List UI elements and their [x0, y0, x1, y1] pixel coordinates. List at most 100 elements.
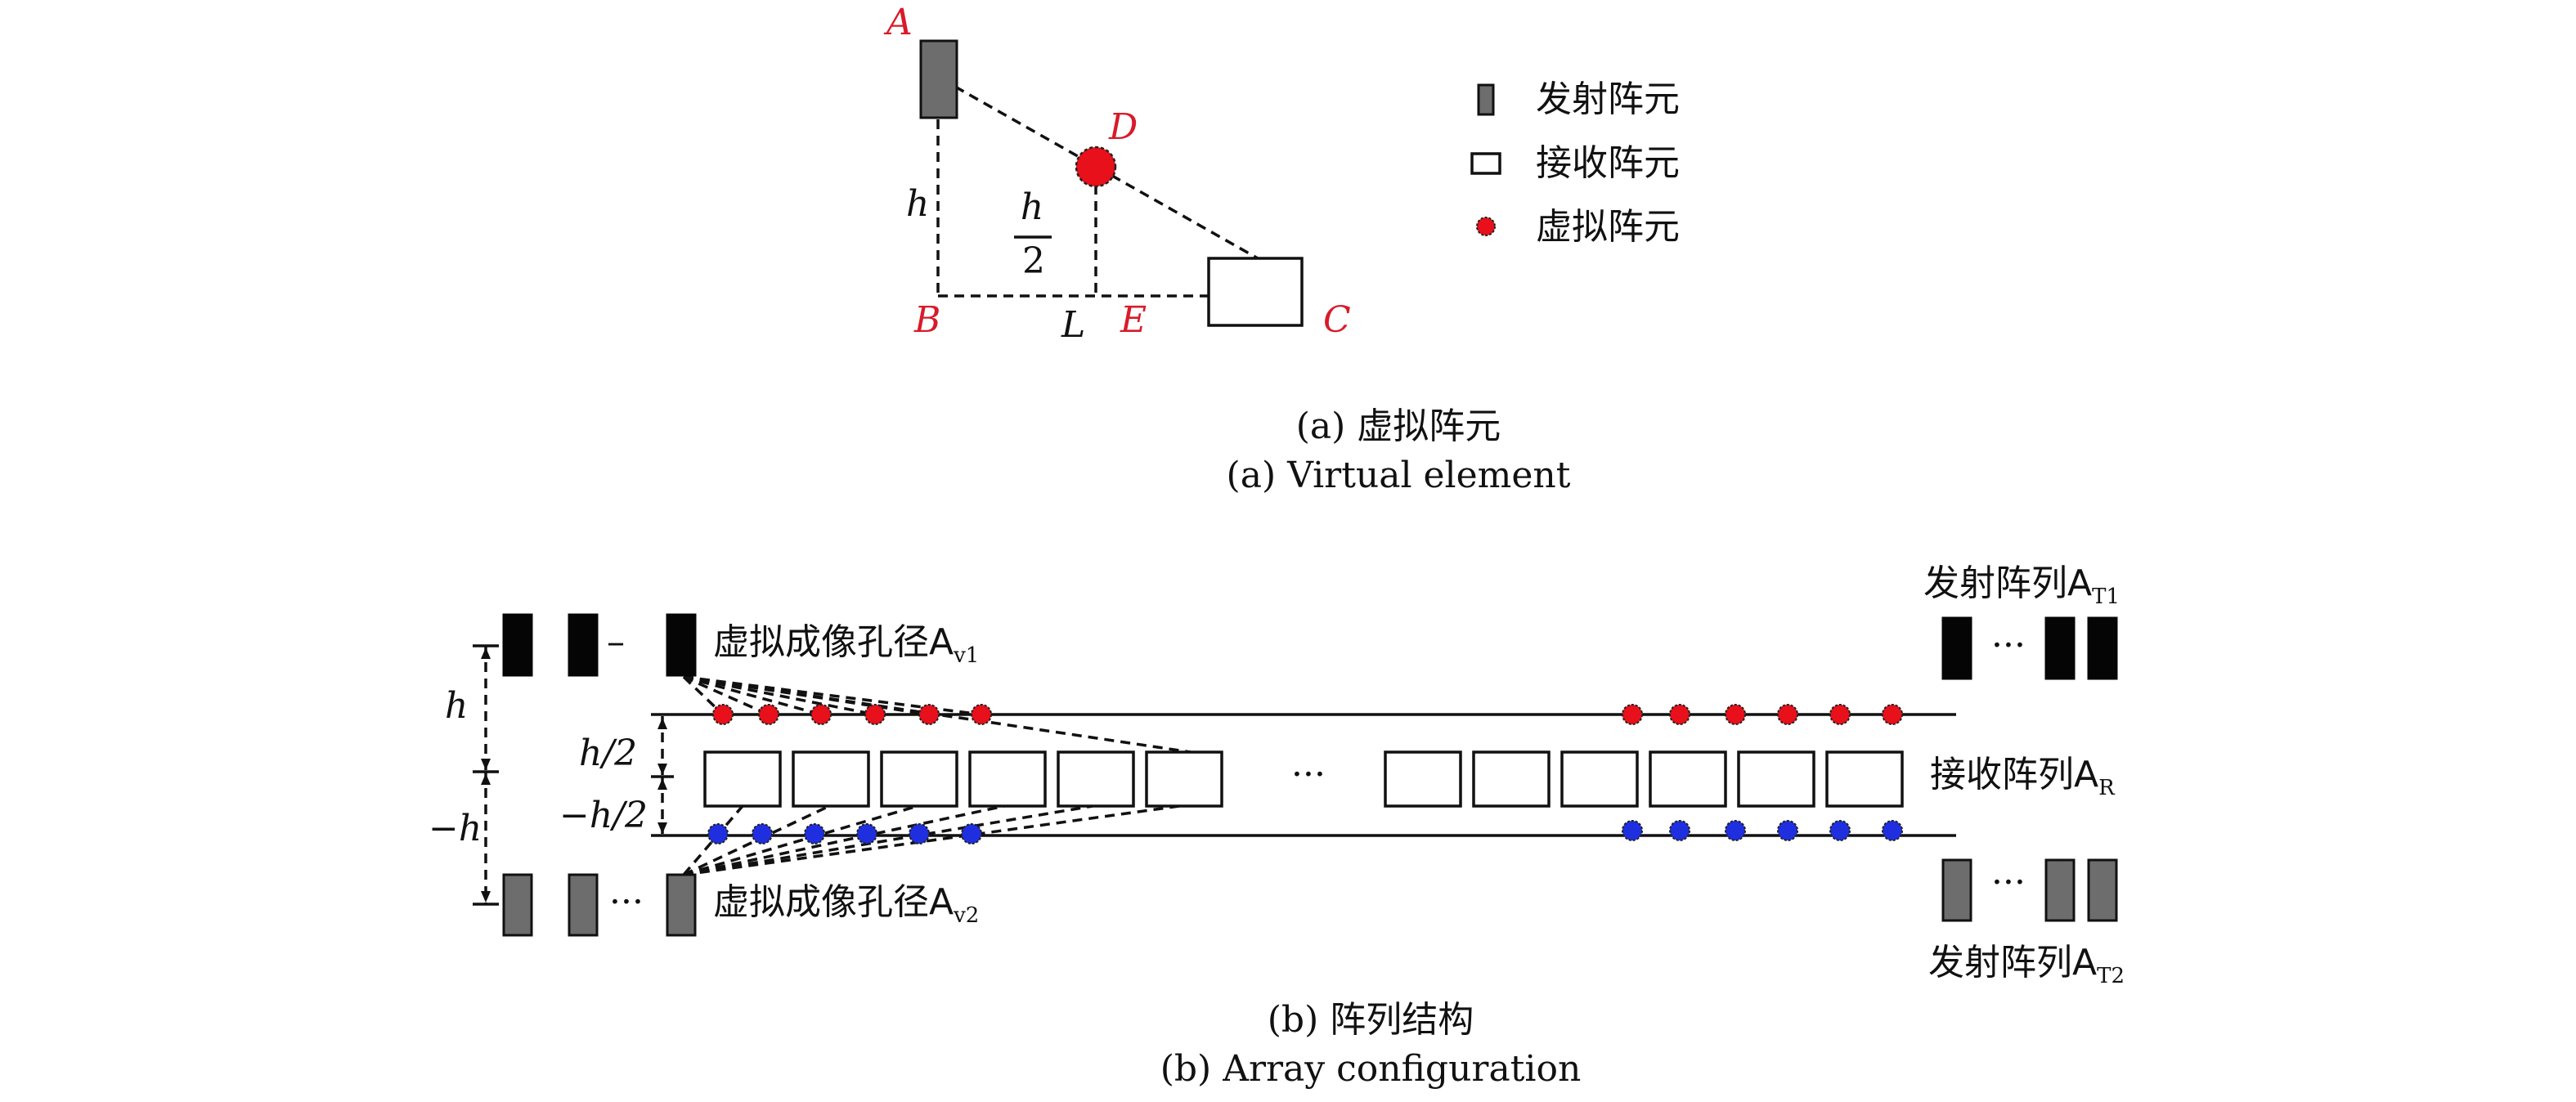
- point-b-label: B: [913, 299, 940, 341]
- receive-element: [1560, 750, 1639, 808]
- receive-element: [880, 750, 958, 808]
- transmit-element-a: [919, 39, 958, 119]
- arrow: [481, 647, 491, 659]
- arrow: [657, 822, 667, 834]
- right-lower-ellipsis: ···: [1991, 862, 2026, 903]
- caption-a-en: (a) Virtual element: [1227, 455, 1571, 496]
- panel-a-virtual-element-diagram: A D B E C h L h 2 发射阵元 接收阵元 虚拟阵元 (a) 虚拟阵…: [883, 2, 1680, 496]
- receive-element: [1057, 750, 1135, 808]
- fraction-denominator: 2: [1022, 240, 1045, 282]
- virtual-element-blue: [804, 823, 825, 844]
- virtual-element-blue: [856, 823, 877, 844]
- label-l: L: [1061, 304, 1085, 346]
- virtual-element-blue: [1777, 820, 1798, 841]
- arrow: [481, 891, 491, 903]
- virtual-element-red: [1725, 704, 1746, 725]
- legend-label-virtual: 虚拟阵元: [1536, 206, 1680, 248]
- virtual-element-red: [712, 704, 734, 725]
- transmit-element-icon: [1477, 83, 1495, 116]
- left-upper-transmitters: – 虚拟成像孔径Av1: [502, 613, 979, 677]
- label-neg-h-b: −h: [429, 808, 482, 849]
- legend-label-transmit: 发射阵元: [1536, 78, 1680, 120]
- lower-transmitter-ellipsis: ···: [609, 881, 644, 923]
- virtual-element-icon: [1476, 217, 1496, 236]
- transmit-element-black: [2087, 616, 2118, 680]
- transmit-element-gray: [666, 873, 697, 937]
- virtual-element-blue: [707, 823, 729, 844]
- ray: [683, 804, 918, 876]
- right-upper-ellipsis: ···: [1991, 625, 2026, 666]
- label-h: h: [906, 183, 929, 225]
- virtual-element-red: [758, 704, 779, 725]
- virtual-element-red: [918, 704, 940, 725]
- receive-element: [703, 750, 782, 808]
- ray: [683, 804, 1093, 876]
- virtual-element-red: [810, 704, 832, 725]
- point-c-label: C: [1323, 299, 1351, 341]
- transmit-element-black: [1941, 616, 1972, 680]
- caption-b-en: (b) Array configuration: [1160, 1048, 1582, 1090]
- transmit-element-gray: [2087, 858, 2118, 922]
- receive-element: [968, 750, 1047, 808]
- legend: 发射阵元 接收阵元 虚拟阵元: [1470, 78, 1680, 248]
- receive-element: [1472, 750, 1551, 808]
- receive-array-ellipsis: ···: [1291, 754, 1326, 795]
- receive-element: [1649, 750, 1727, 808]
- virtual-element-blue: [1669, 820, 1690, 841]
- virtual-aperture-2-label: 虚拟成像孔径Av2: [713, 881, 979, 928]
- receive-element: [1384, 750, 1462, 808]
- line-a-d-c: [954, 85, 1259, 260]
- fraction-numerator: h: [1021, 186, 1043, 228]
- receive-element: [1737, 750, 1815, 808]
- lower-virtual-elements: [707, 820, 1903, 844]
- virtual-aperture-1-label: 虚拟成像孔径Av1: [713, 621, 979, 668]
- ray: [683, 804, 1180, 876]
- receive-array: ···: [703, 750, 1904, 808]
- receive-element: [792, 750, 870, 808]
- virtual-element-blue: [1725, 820, 1746, 841]
- arrow: [481, 759, 491, 770]
- virtual-element-blue: [752, 823, 773, 844]
- left-lower-transmitters: ··· 虚拟成像孔径Av2: [502, 873, 979, 937]
- point-e-label: E: [1120, 299, 1147, 341]
- legend-label-receive: 接收阵元: [1536, 142, 1680, 184]
- transmit-element-black: [568, 613, 599, 677]
- transmit-element-gray: [1941, 858, 1972, 922]
- caption-b-cn: (b) 阵列结构: [1268, 999, 1474, 1041]
- receive-element: [1145, 750, 1223, 808]
- transmit-element-black: [666, 613, 697, 677]
- virtual-element-blue: [1622, 820, 1643, 841]
- receive-element: [1825, 750, 1904, 808]
- point-a-label: A: [883, 2, 913, 43]
- ray: [682, 675, 725, 716]
- virtual-element-blue: [1829, 820, 1851, 841]
- right-upper-transmitters: 发射阵列AT1 ···: [1923, 562, 2120, 680]
- arrow: [657, 764, 667, 775]
- virtual-element-red: [1622, 704, 1643, 725]
- virtual-element-red: [971, 704, 992, 725]
- label-neg-h-half: −h/2: [559, 795, 648, 836]
- virtual-element-red: [1777, 704, 1798, 725]
- ray: [683, 675, 1192, 754]
- virtual-element-d: [1075, 146, 1117, 188]
- virtual-element-blue: [909, 823, 930, 844]
- virtual-element-red: [864, 704, 886, 725]
- transmit-element-black: [502, 613, 533, 677]
- receive-array-label: 接收阵列AR: [1930, 754, 2116, 800]
- point-d-label: D: [1108, 106, 1138, 148]
- transmit-element-black: [2044, 616, 2076, 680]
- transmit-element-gray: [568, 873, 599, 937]
- arrow: [657, 718, 667, 729]
- virtual-element-blue: [1882, 820, 1903, 841]
- transmit-element-gray: [2044, 858, 2076, 922]
- virtual-element-blue: [961, 823, 982, 844]
- caption-a-cn: (a) 虚拟阵元: [1296, 405, 1501, 447]
- arrow: [657, 778, 667, 790]
- receive-element-c: [1207, 257, 1304, 327]
- ray: [683, 675, 822, 716]
- virtual-element-red: [1669, 704, 1690, 725]
- receive-element-icon: [1470, 152, 1501, 175]
- label-h-half: h/2: [579, 732, 637, 774]
- arrow: [481, 773, 491, 785]
